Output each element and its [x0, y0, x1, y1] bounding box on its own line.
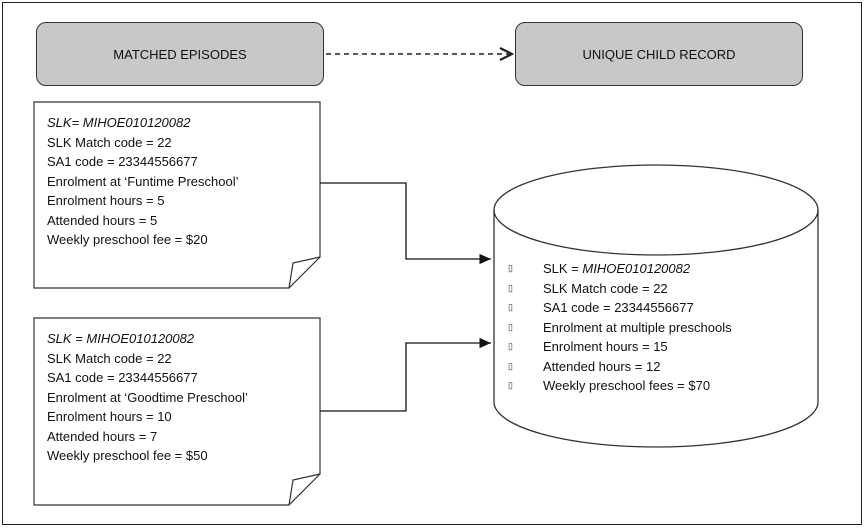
episode-1-line: Enrolment hours = 5	[47, 193, 165, 208]
diagram-frame	[2, 2, 862, 525]
record-row: ▯ Attended hours = 12	[508, 357, 732, 377]
episode-note-2	[33, 317, 321, 506]
record-line: Enrolment hours = 15	[543, 339, 668, 354]
episode-1-text: SLK= MIHOE010120082 SLK Match code = 22 …	[47, 113, 238, 250]
record-line: Enrolment at multiple preschools	[543, 319, 732, 335]
connector-arrow-1	[320, 182, 491, 265]
episode-1-line: Weekly preschool fee = $20	[47, 232, 208, 247]
bullet-icon: ▯	[508, 380, 513, 390]
episode-1-line: Enrolment at ‘Funtime Preschool’	[47, 173, 239, 189]
bullet-icon: ▯	[508, 321, 513, 332]
bullet-icon: ▯	[508, 302, 513, 312]
episode-2-line: Enrolment hours = 10	[47, 409, 172, 424]
record-slk-key: SLK =	[543, 261, 579, 276]
episode-2-text: SLK = MIHOE010120082 SLK Match code = 22…	[47, 329, 248, 466]
bullet-icon: ▯	[508, 282, 513, 293]
unique-child-record-box: UNIQUE CHILD RECORD	[515, 22, 803, 86]
record-row-slk: ▯ SLK = MIHOE010120082	[508, 259, 732, 279]
record-row: ▯ Weekly preschool fees = $70	[508, 376, 732, 396]
record-line: SA1 code = 23344556677	[543, 300, 694, 315]
record-line: Attended hours = 12	[543, 358, 661, 374]
bullet-icon: ▯	[508, 360, 513, 371]
episode-1-line: SLK Match code = 22	[47, 134, 172, 150]
episode-2-line: Attended hours = 7	[47, 428, 158, 444]
record-line: SLK Match code = 22	[543, 280, 668, 296]
episode-note-1	[33, 101, 321, 289]
episode-1-line: Attended hours = 5	[47, 212, 158, 228]
episode-1-line: SA1 code = 23344556677	[47, 154, 198, 169]
record-row: ▯ Enrolment at multiple preschools	[508, 318, 732, 338]
unique-child-record-label: UNIQUE CHILD RECORD	[582, 46, 736, 62]
database-cylinder	[493, 164, 819, 448]
record-slk-value: MIHOE010120082	[582, 261, 691, 276]
record-row: ▯ Enrolment hours = 15	[508, 337, 732, 357]
episode-2-line: Weekly preschool fee = $50	[47, 448, 208, 463]
episode-2-line: SA1 code = 23344556677	[47, 370, 198, 385]
episode-1-slk: SLK= MIHOE010120082	[47, 115, 191, 130]
bullet-icon: ▯	[508, 263, 513, 273]
record-line: Weekly preschool fees = $70	[543, 378, 711, 393]
matched-episodes-label: MATCHED EPISODES	[113, 46, 247, 62]
episode-2-slk: SLK = MIHOE010120082	[47, 331, 195, 346]
record-row: ▯ SLK Match code = 22	[508, 279, 732, 299]
episode-2-line: Enrolment at ‘Goodtime Preschool’	[47, 389, 248, 405]
bullet-icon: ▯	[508, 341, 513, 351]
episode-2-line: SLK Match code = 22	[47, 350, 172, 366]
child-record-text: ▯ SLK = MIHOE010120082 ▯ SLK Match code …	[508, 259, 732, 396]
record-row: ▯ SA1 code = 23344556677	[508, 298, 732, 318]
matched-episodes-box: MATCHED EPISODES	[36, 22, 324, 86]
connector-arrow-2	[320, 337, 491, 412]
